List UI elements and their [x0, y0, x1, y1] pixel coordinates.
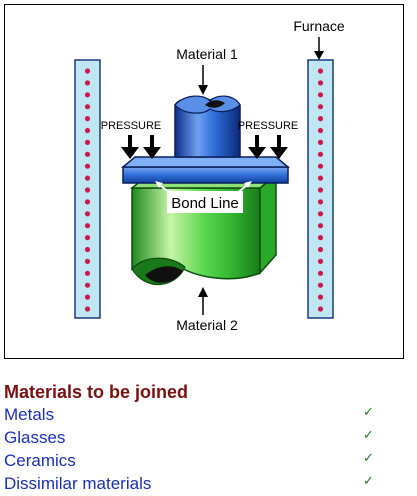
furnace-dot: [84, 235, 91, 241]
bond-line-label-box: [167, 191, 243, 213]
furnace-dot: [84, 104, 91, 110]
furnace-dot: [317, 211, 324, 217]
material-1-block: [120, 95, 291, 184]
pressure-arrows-right: [248, 135, 288, 159]
furnace-dot: [84, 139, 91, 145]
furnace-dot: [84, 116, 91, 122]
furnace-dot: [317, 199, 324, 205]
material-2-label: Material 2: [176, 317, 238, 333]
furnace-dot: [84, 282, 91, 288]
check-icon: ✓: [363, 427, 374, 442]
furnace-arrow: [314, 37, 324, 60]
furnace-dot: [317, 235, 324, 241]
furnace-dot: [317, 127, 324, 134]
material-2-arrow: [198, 287, 208, 315]
furnace-dot: [317, 139, 324, 145]
furnace-dot: [317, 68, 324, 74]
furnace-dot: [84, 270, 91, 276]
furnace-dot: [317, 246, 324, 253]
material-item-glasses: Glasses ✓: [4, 427, 413, 450]
pressure-label-left: PRESSURE: [101, 120, 162, 132]
furnace-dot: [317, 306, 324, 312]
materials-list: Materials to be joined Metals ✓ Glasses …: [4, 381, 413, 496]
furnace-dot: [317, 104, 324, 110]
pressure-arrows-left: [121, 135, 161, 159]
furnace-dot: [317, 258, 324, 264]
furnace-dot: [317, 92, 324, 98]
furnace-dot: [84, 211, 91, 217]
furnace-dot: [84, 92, 91, 98]
furnace-wall-left: [74, 59, 101, 319]
furnace-dot: [84, 294, 91, 300]
furnace-dot: [84, 306, 91, 312]
furnace-dot: [317, 175, 324, 181]
furnace-dot: [317, 163, 324, 169]
check-icon: ✓: [363, 473, 374, 488]
material-item-label: Dissimilar materials: [4, 474, 152, 493]
material-2-block: [129, 173, 279, 286]
furnace-label: Furnace: [293, 18, 345, 34]
furnace-dot: [84, 223, 91, 229]
furnace-dot: [317, 151, 324, 157]
furnace-dot: [84, 151, 91, 157]
furnace-dot: [84, 199, 91, 205]
material-item-metals: Metals ✓: [4, 404, 413, 427]
furnace-dot: [84, 127, 91, 134]
furnace-dot: [317, 223, 324, 229]
furnace-dot: [317, 270, 324, 276]
furnace-dot: [84, 68, 91, 74]
furnace-dot: [317, 187, 324, 193]
furnace-dot: [84, 187, 91, 193]
bond-line-label: Bond Line: [171, 195, 239, 212]
furnace-dot: [84, 163, 91, 169]
furnace-dot: [84, 246, 91, 253]
furnace-dot: [317, 282, 324, 288]
diffusion-bonding-diagram: Bond Line PRESSURE PRESSURE Material 1 M…: [4, 4, 404, 359]
furnace-dot: [317, 116, 324, 122]
furnace-dot: [317, 294, 324, 300]
diagram-canvas: Bond Line PRESSURE PRESSURE Material 1 M…: [74, 18, 345, 333]
material-1-arrow: [198, 65, 208, 95]
material-item-label: Ceramics: [4, 451, 76, 470]
furnace-wall-right: [307, 59, 334, 319]
check-icon: ✓: [363, 404, 374, 419]
materials-heading: Materials to be joined: [4, 382, 189, 402]
material-item-dissimilar: Dissimilar materials ✓: [4, 473, 413, 496]
furnace-dot: [84, 175, 91, 181]
material-1-label: Material 1: [176, 46, 238, 62]
material-item-ceramics: Ceramics ✓: [4, 450, 413, 473]
material-item-label: Glasses: [4, 428, 66, 447]
material-item-label: Metals: [4, 405, 55, 424]
pressure-label-right: PRESSURE: [238, 120, 299, 132]
furnace-dot: [317, 80, 324, 86]
furnace-dot: [84, 80, 91, 86]
furnace-dot: [84, 258, 91, 264]
check-icon: ✓: [363, 450, 374, 465]
